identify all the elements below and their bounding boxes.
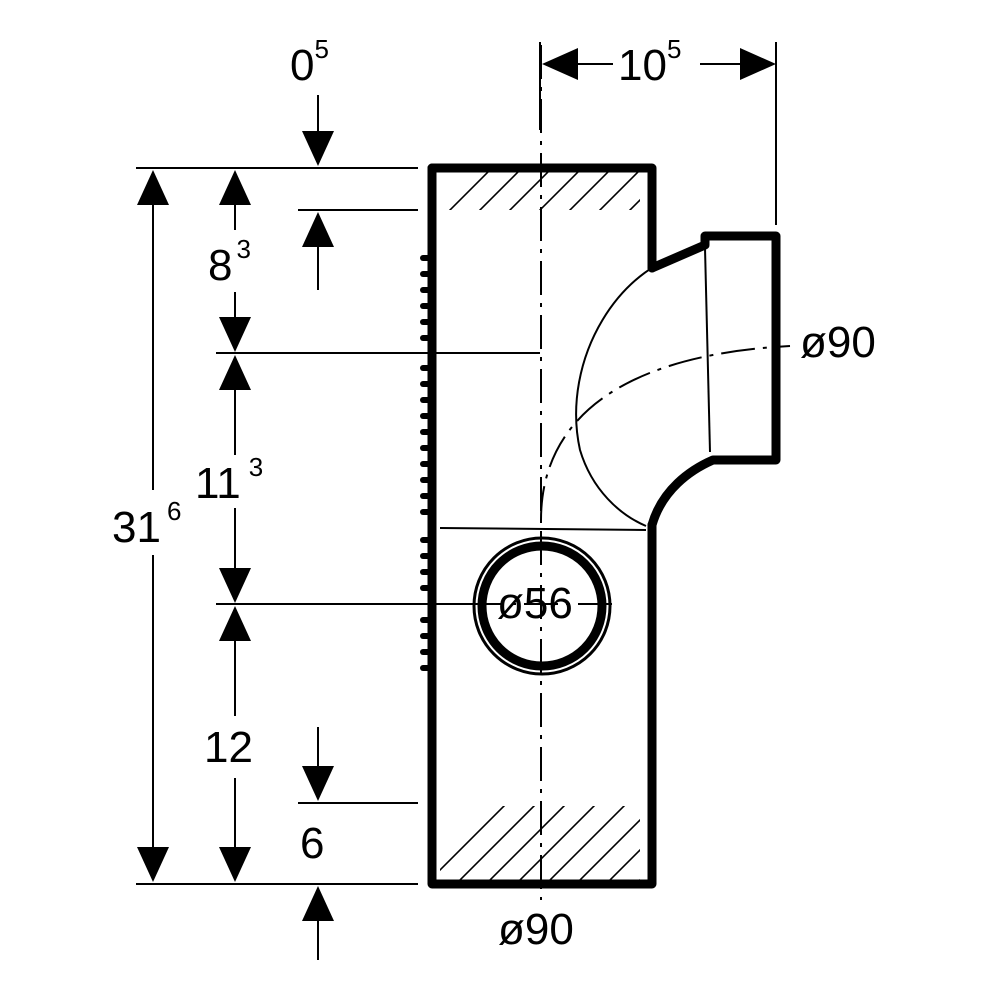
dimension-lines	[137, 48, 776, 960]
dim-bottom-insert: 6	[300, 819, 324, 868]
dim-top-offset: 05	[290, 34, 329, 90]
dim-main-diameter: ø90	[498, 905, 574, 954]
hatch-bottom	[440, 806, 640, 882]
hatch-top	[448, 172, 640, 210]
dim-lower-segment: 12	[204, 723, 253, 772]
dim-side-inlet-diameter: ø56	[497, 579, 573, 628]
extension-lines	[136, 42, 777, 885]
ribbed-connector	[420, 255, 436, 671]
main-pipe	[427, 163, 657, 889]
dim-branch-diameter: ø90	[800, 318, 876, 367]
side-inlet	[472, 536, 612, 676]
branch-outlet	[575, 231, 781, 530]
branch-center-arc	[540, 345, 791, 521]
dim-branch-offset: 105	[618, 34, 681, 90]
